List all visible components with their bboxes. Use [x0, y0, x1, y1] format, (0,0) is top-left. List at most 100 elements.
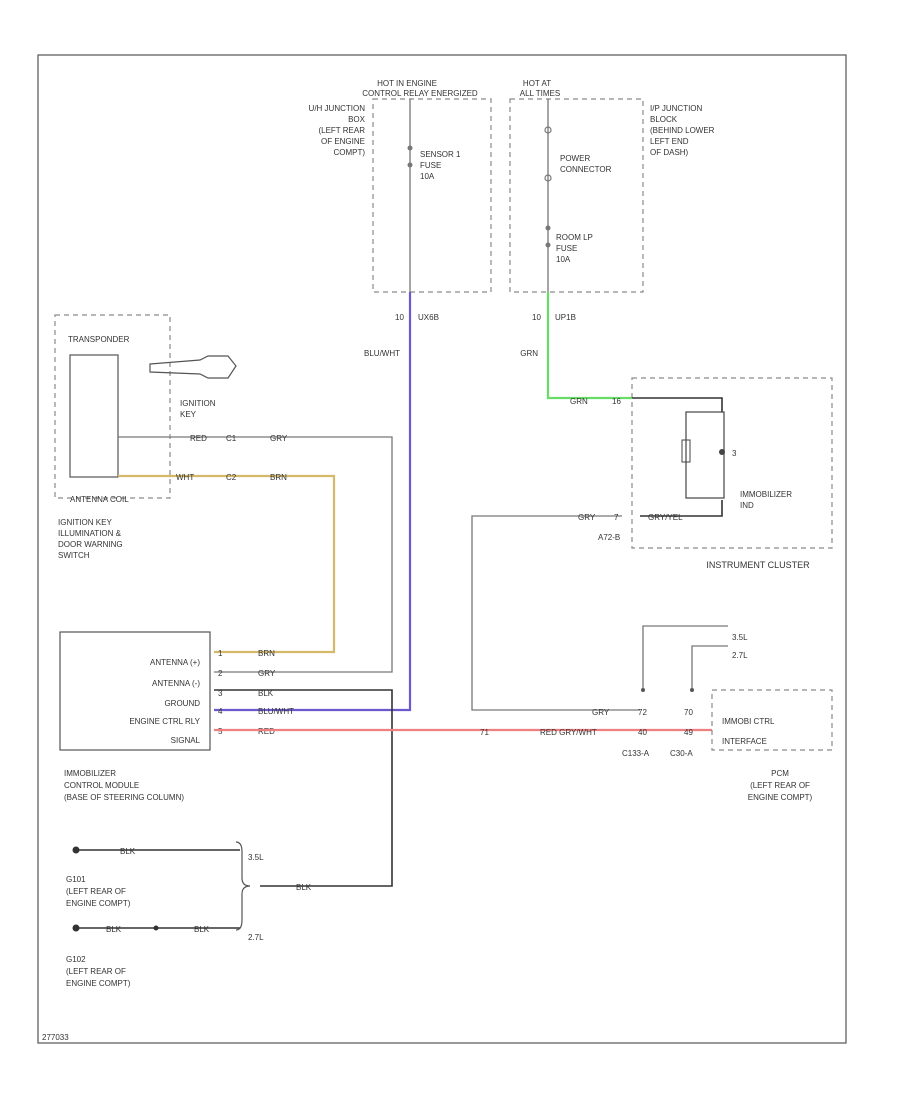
svg-text:BRN: BRN	[258, 649, 275, 658]
svg-text:IGNITION: IGNITION	[180, 399, 216, 408]
diagram-id: 277033	[42, 1033, 69, 1042]
sensor-fuse-bottom	[407, 162, 413, 168]
power-connector-label: POWER CONNECTOR	[560, 154, 612, 174]
svg-text:U/H JUNCTION: U/H JUNCTION	[309, 104, 366, 113]
ground-g101-wire-label: BLK	[120, 847, 136, 856]
immobilizer-module-box	[59, 631, 211, 751]
instrument-cluster-box	[631, 377, 833, 549]
svg-text:RED: RED	[258, 727, 275, 736]
pcm-pin-72: 72	[638, 708, 647, 717]
svg-text:5: 5	[218, 727, 223, 736]
svg-text:LEFT END: LEFT END	[650, 137, 689, 146]
power-connector-top	[544, 126, 552, 134]
svg-text:G102: G102	[66, 955, 86, 964]
ground-g101-label: G101 (LEFT REAR OF ENGINE COMPT)	[66, 875, 131, 908]
sensor-fuse-label: SENSOR 1 FUSE 10A	[420, 150, 461, 181]
underhood-junction-box	[372, 98, 492, 293]
immobilizer-ind-circuit	[632, 397, 723, 517]
svg-text:ENGINE COMPT): ENGINE COMPT)	[748, 793, 813, 802]
room-lp-fuse-label: ROOM LP FUSE 10A	[556, 233, 593, 264]
svg-text:SWITCH: SWITCH	[58, 551, 90, 560]
red-wht-signal-label: RED GRY/WHT	[540, 728, 597, 737]
engine-35-branch	[642, 625, 728, 688]
hot-in-engine-label-2: CONTROL RELAY ENERGIZED	[362, 89, 478, 98]
svg-text:OF DASH): OF DASH)	[650, 148, 689, 157]
pin-left-conn: UX6B	[418, 313, 439, 322]
pcm-pin-dot-2	[690, 688, 694, 692]
svg-text:FUSE: FUSE	[556, 244, 577, 253]
grn-pin-label: GRN	[570, 397, 588, 406]
ground-brace	[235, 841, 251, 931]
antenna-coil-label: ANTENNA COIL	[70, 495, 129, 504]
svg-text:(LEFT REAR OF: (LEFT REAR OF	[66, 967, 126, 976]
module-terminal-4: ENGINE CTRL RLY	[129, 717, 200, 726]
svg-text:IMMOBILIZER: IMMOBILIZER	[64, 769, 116, 778]
pin-71-label: 71	[480, 728, 489, 737]
cluster-ctrl-label: GRY/YEL	[648, 513, 683, 522]
pin-c1-label: C1	[226, 434, 237, 443]
svg-text:BOX: BOX	[348, 115, 366, 124]
svg-text:1: 1	[218, 649, 223, 658]
svg-text:INTERFACE: INTERFACE	[722, 737, 767, 746]
wire-red-antenna	[118, 436, 393, 673]
antenna-coil-box	[54, 314, 171, 499]
wire-blk-ground	[214, 689, 393, 887]
engine-27-branch	[691, 645, 728, 688]
svg-text:ROOM LP: ROOM LP	[556, 233, 593, 242]
pcm-pin-dot-1	[641, 688, 645, 692]
svg-text:(LEFT REAR OF: (LEFT REAR OF	[750, 781, 810, 790]
pin-c2-label: C2	[226, 473, 237, 482]
wire-wht-antenna	[118, 474, 336, 654]
wire-blu-wht-label: BLU/WHT	[364, 349, 400, 358]
svg-text:COMPT): COMPT)	[333, 148, 365, 157]
svg-text:IMMOBI CTRL: IMMOBI CTRL	[722, 717, 775, 726]
svg-text:KEY: KEY	[180, 410, 197, 419]
svg-text:(LEFT REAR OF: (LEFT REAR OF	[66, 887, 126, 896]
pin-right-num: 10	[532, 313, 541, 322]
instrument-cluster-label: INSTRUMENT CLUSTER	[706, 560, 810, 570]
transponder-box	[69, 354, 119, 478]
immobilizer-diode	[719, 449, 725, 455]
ignition-switch-label: IGNITION KEY ILLUMINATION & DOOR WARNING…	[58, 518, 123, 560]
underhood-junction-label: U/H JUNCTION BOX (LEFT REAR OF ENGINE CO…	[309, 104, 366, 157]
svg-text:CONTROL MODULE: CONTROL MODULE	[64, 781, 139, 790]
pin-16-label: 16	[612, 397, 621, 406]
svg-text:3: 3	[218, 689, 223, 698]
brn-antenna-label: BRN	[270, 473, 287, 482]
cluster-connector-label: A72-B	[598, 533, 620, 542]
svg-text:(LEFT REAR: (LEFT REAR	[318, 126, 365, 135]
room-lp-fuse-top	[545, 225, 551, 231]
module-pins: 1 2 3 4 5	[218, 649, 223, 736]
ground-blk-label: BLK	[296, 883, 312, 892]
svg-text:IND: IND	[740, 501, 754, 510]
pin-right-conn: UP1B	[555, 313, 576, 322]
svg-text:(BEHIND LOWER: (BEHIND LOWER	[650, 126, 715, 135]
svg-text:2: 2	[218, 669, 223, 678]
ground-g102-label: G102 (LEFT REAR OF ENGINE COMPT)	[66, 955, 131, 988]
svg-text:DOOR WARNING: DOOR WARNING	[58, 540, 123, 549]
svg-text:POWER: POWER	[560, 154, 590, 163]
ignition-key-label: IGNITION KEY	[180, 399, 216, 419]
ip-junction-label: I/P JUNCTION BLOCK (BEHIND LOWER LEFT EN…	[650, 104, 715, 157]
svg-text:FUSE: FUSE	[420, 161, 441, 170]
svg-text:ILLUMINATION &: ILLUMINATION &	[58, 529, 122, 538]
power-connector-bottom	[544, 174, 552, 182]
ground-g102-wire-label-2: BLK	[194, 925, 210, 934]
immobilizer-ind-label: IMMOBILIZER IND	[740, 490, 792, 510]
module-terminal-3: GROUND	[164, 699, 200, 708]
wire-gry-cluster	[471, 515, 640, 711]
gry-antenna-label: GRY	[270, 434, 288, 443]
gry-pcm-label: GRY	[592, 708, 610, 717]
svg-text:BLU/WHT: BLU/WHT	[258, 707, 294, 716]
pcm-connector-1: C133-A	[622, 749, 650, 758]
engine-27-label: 2.7L	[732, 651, 748, 660]
wire-blu-wht	[214, 292, 412, 712]
red-antenna-label: RED	[190, 434, 207, 443]
svg-text:10A: 10A	[420, 172, 435, 181]
module-terminal-2: ANTENNA (-)	[152, 679, 200, 688]
svg-text:BLK: BLK	[258, 689, 274, 698]
ground-g102-wire-label-1: BLK	[106, 925, 122, 934]
wire-grn	[546, 292, 632, 400]
pcm-name-label: PCM (LEFT REAR OF ENGINE COMPT)	[748, 769, 813, 802]
svg-text:CONNECTOR: CONNECTOR	[560, 165, 612, 174]
